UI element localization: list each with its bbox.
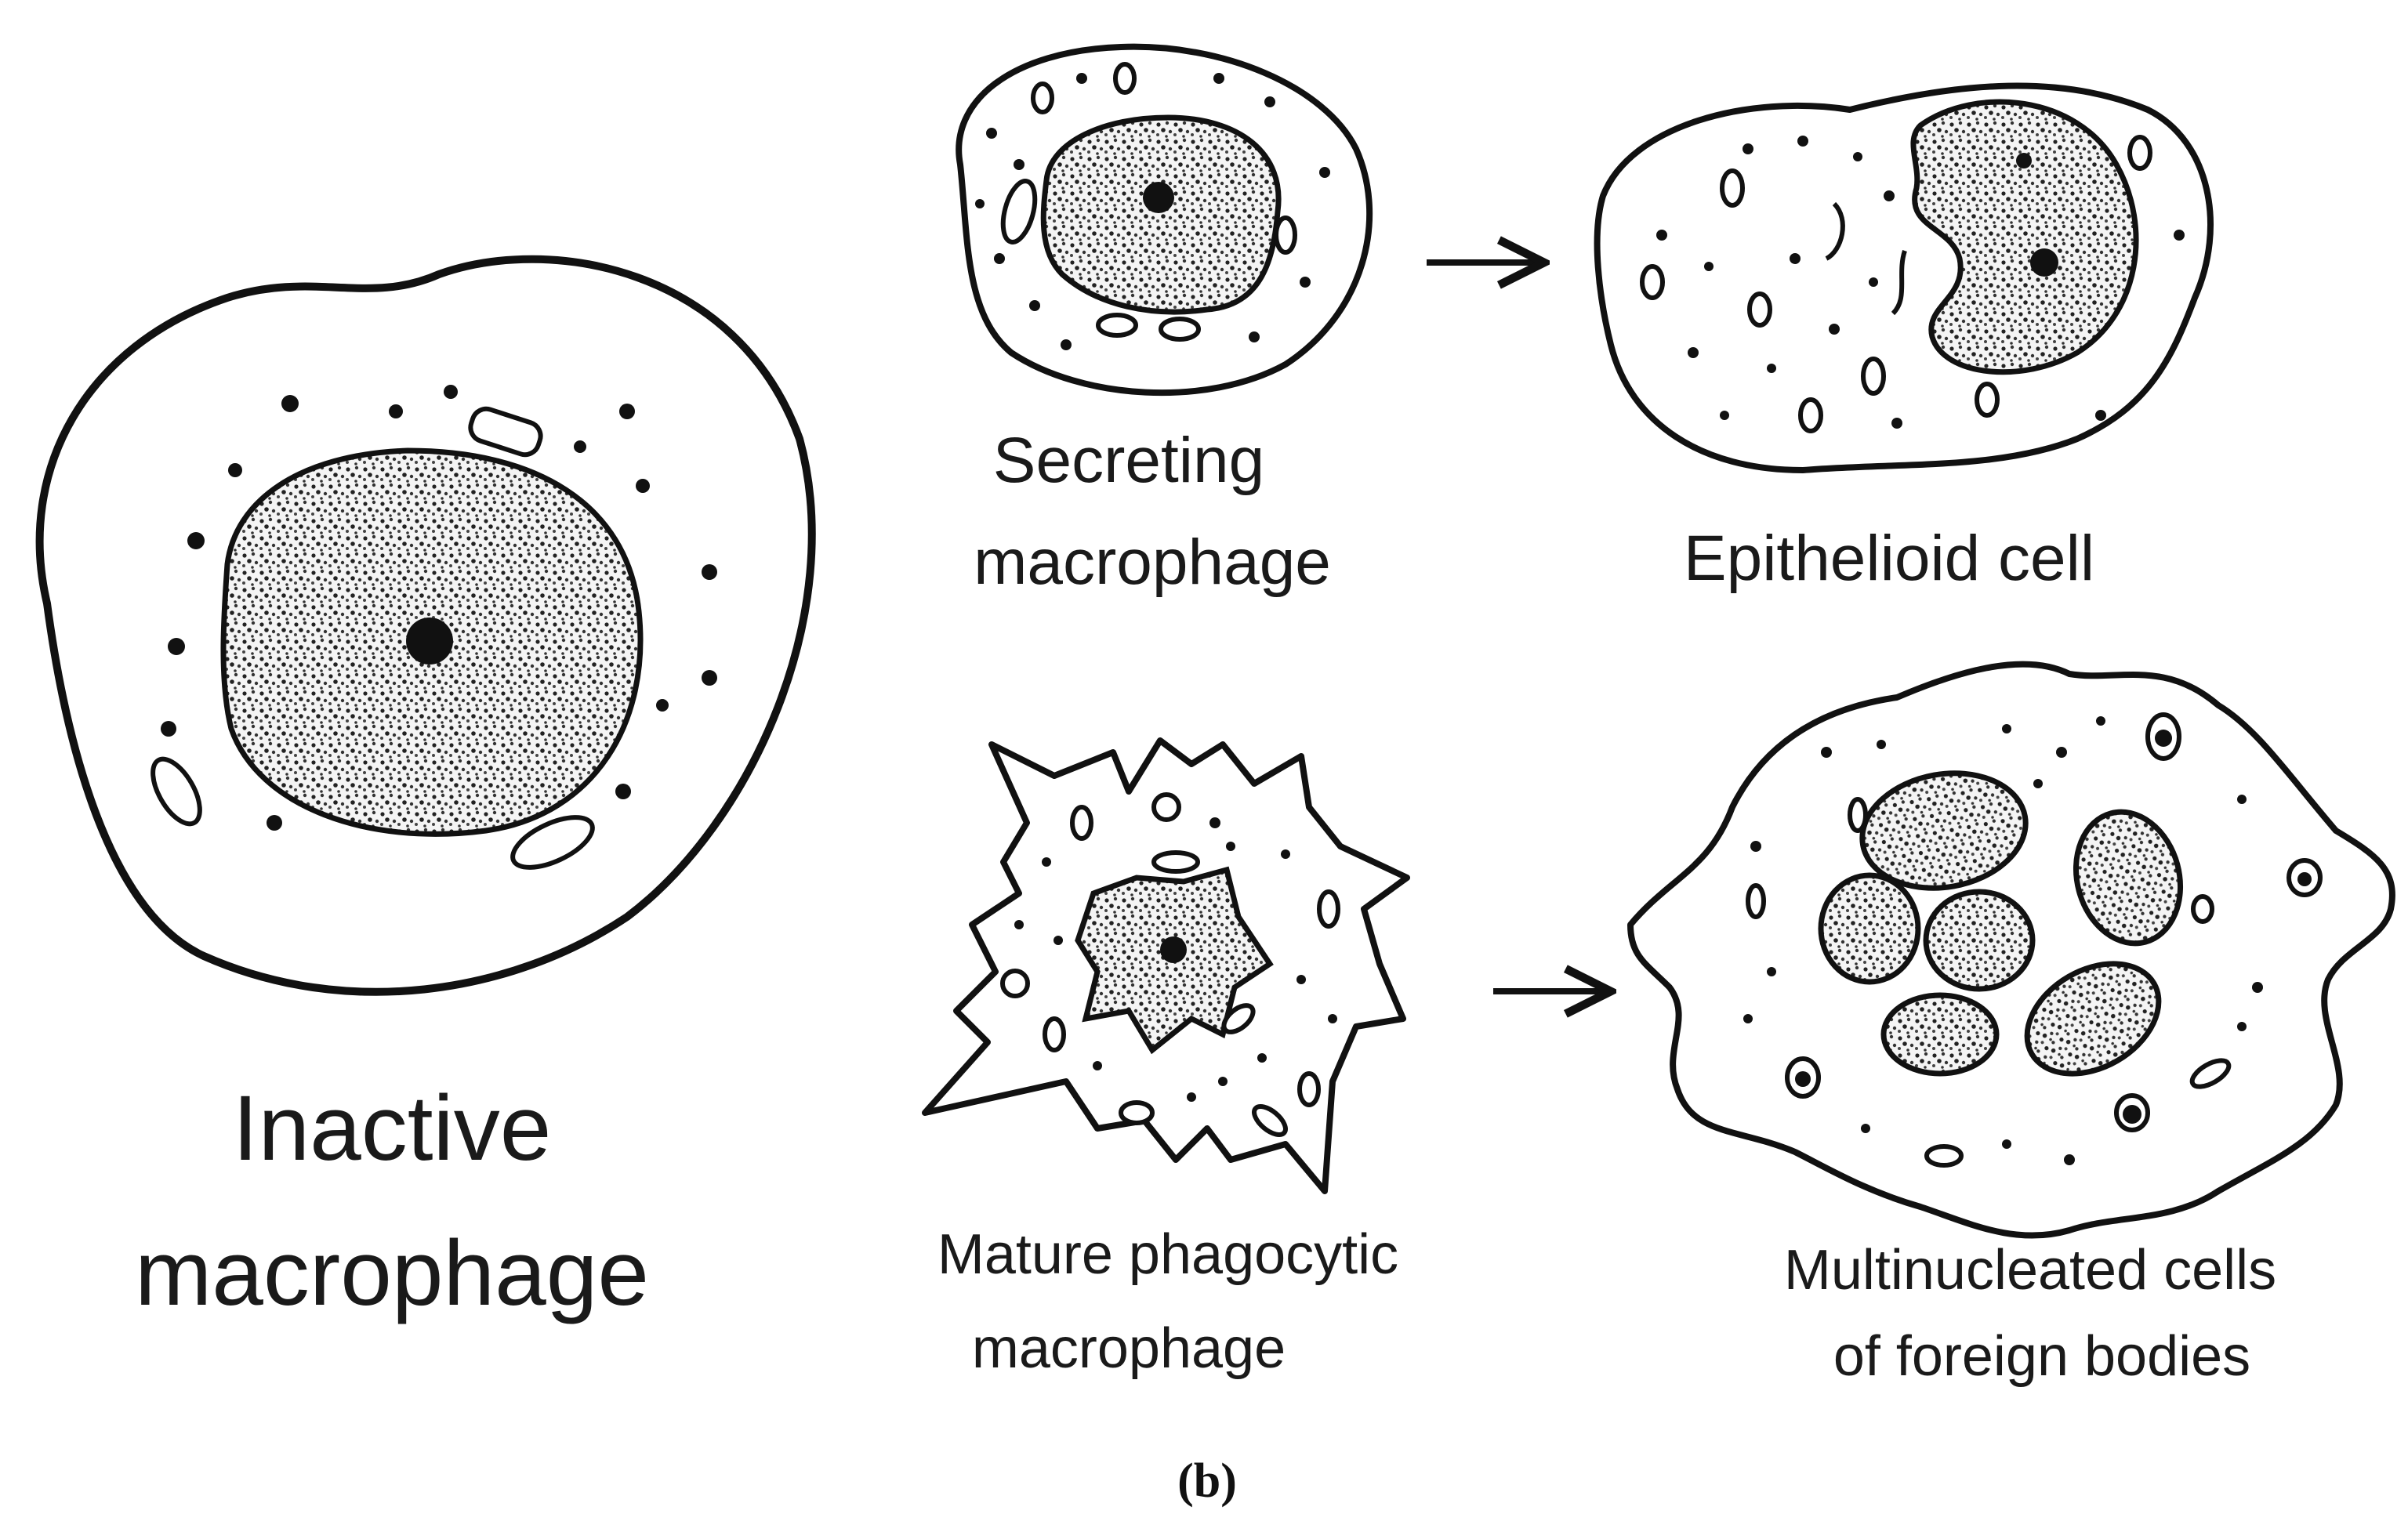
granules <box>1014 817 1337 1102</box>
multinucleated-cells-label-line1: Multinucleated cells <box>1784 1239 2276 1302</box>
nuclei <box>1818 770 2184 1077</box>
epithelioid-cell-label: Epithelioid cell <box>1684 523 2094 594</box>
nucleolus <box>406 618 453 665</box>
nucleolus <box>1143 182 1174 213</box>
epithelioid-cell: Epithelioid cell <box>1594 82 2214 594</box>
mature-phagocytic-macrophage-label-line2: macrophage <box>972 1317 1286 1380</box>
mature-phagocytic-macrophage-label-line1: Mature phagocytic <box>937 1223 1398 1286</box>
multinucleated-cell: Multinucleated cells of foreign bodies <box>1627 661 2395 1388</box>
nucleus <box>1910 99 2139 375</box>
inactive-macrophage-label-line1: Inactive <box>233 1077 552 1180</box>
inactive-macrophage-label-line2: macrophage <box>135 1222 649 1325</box>
organelles <box>1000 62 1297 342</box>
secreting-macrophage-label-line1: Secreting <box>993 425 1264 496</box>
nucleolus <box>1160 936 1187 963</box>
secreting-macrophage-cell: Secreting macrophage <box>956 43 1373 598</box>
organelles <box>1000 792 1340 1137</box>
granules <box>1743 716 2263 1165</box>
organelles <box>1746 712 2323 1168</box>
multinucleated-cells-label-line2: of foreign bodies <box>1833 1325 2250 1388</box>
organelles <box>1640 135 2152 433</box>
inactive-macrophage-cell: Inactive macrophage <box>35 255 816 1325</box>
organelles <box>150 406 595 870</box>
figure-caption: (b) <box>1177 1454 1237 1508</box>
mature-phagocytic-macrophage-cell: Mature phagocytic macrophage <box>922 737 1410 1380</box>
nucleus <box>1040 114 1282 315</box>
granules <box>975 73 1330 350</box>
nucleolus <box>2030 248 2058 277</box>
granules <box>1656 136 2185 429</box>
secreting-macrophage-label-line2: macrophage <box>974 527 1331 598</box>
granules <box>161 385 717 831</box>
